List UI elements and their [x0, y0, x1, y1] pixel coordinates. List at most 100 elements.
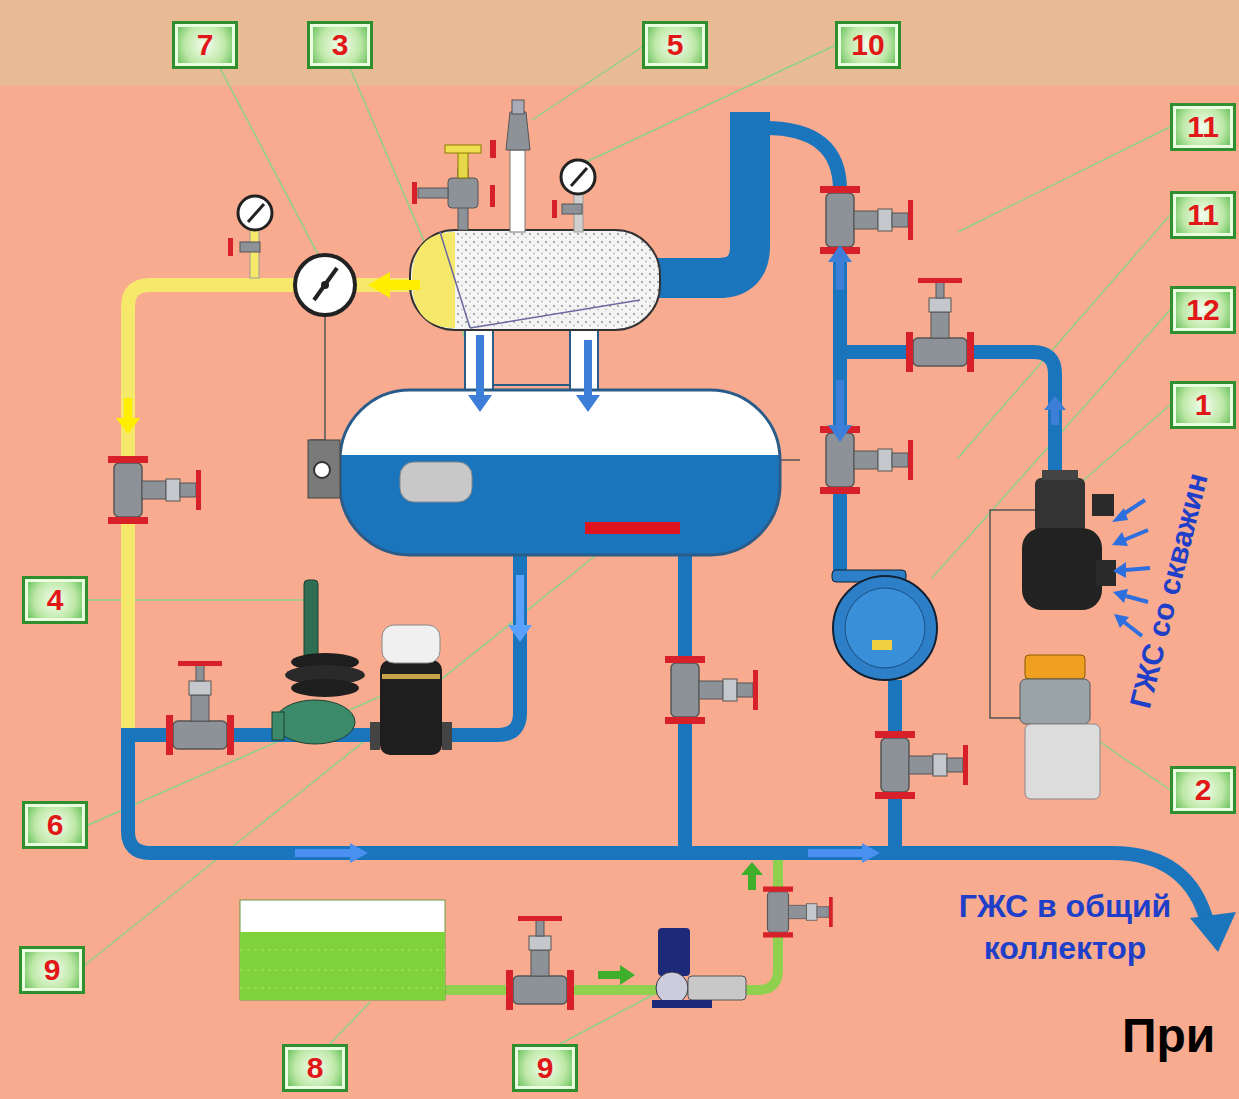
upper-separator: [418, 188, 448, 198]
pipelines: [640, 112, 750, 278]
inflow-arrows: [1113, 589, 1128, 603]
valves: [820, 426, 913, 494]
flow-meter-and-switch: [1042, 470, 1078, 480]
flow-arrows: [741, 862, 763, 890]
leader-lines: [88, 599, 305, 601]
leader-lines: [330, 1002, 370, 1044]
dosing-unit: [240, 950, 445, 951]
upper-separator: [490, 140, 496, 158]
signal-wires: [780, 459, 800, 461]
background: [0, 0, 1239, 86]
upper-separator: [410, 230, 660, 330]
pipelines: [445, 860, 778, 990]
callout-number: 7: [172, 21, 238, 69]
flow-arrows: [576, 340, 600, 412]
leader-lines: [586, 45, 836, 162]
upper-separator: [412, 182, 417, 204]
pipelines: [128, 728, 1112, 853]
flow-meter-and-switch: [872, 640, 892, 650]
callout-number: 9: [512, 1044, 578, 1092]
flow-arrows: [828, 380, 852, 442]
upper-separator: [448, 178, 478, 208]
inflow-arrows: [1126, 596, 1148, 602]
flow-meter-and-switch: [1096, 560, 1116, 586]
lower-separator-tank: [340, 390, 780, 555]
upper-separator: [458, 150, 468, 178]
regulator-and-filter: [275, 700, 355, 744]
valves: [166, 661, 234, 755]
valves: [506, 916, 574, 1010]
upper-separator: [470, 300, 640, 328]
flow-arrows: [598, 965, 635, 985]
regulator-and-filter: [382, 674, 440, 679]
callout-number: 9: [19, 946, 85, 994]
upper-separator: [490, 185, 495, 207]
pressure-gauges: [562, 204, 582, 214]
upper-separator: [512, 100, 524, 114]
upper-separator: [410, 100, 660, 330]
pressure-gauges: [552, 200, 557, 218]
dosing-unit: [240, 900, 445, 1000]
inflow-arrows: [1112, 532, 1128, 546]
caption-fragment: При: [1122, 1010, 1215, 1063]
flow-arrows: [368, 272, 420, 298]
inflow-arrows: [1112, 508, 1128, 522]
regulator-and-filter: [304, 580, 318, 658]
upper-separator: [445, 145, 481, 153]
upper-separator: [506, 112, 530, 150]
pipelines: [128, 112, 1236, 990]
pressure-gauges: [314, 268, 337, 300]
dosing-unit: [240, 900, 746, 1008]
callout-number: 12: [1170, 286, 1236, 334]
valves: [875, 731, 968, 799]
flow-arrows: [828, 245, 852, 290]
regulator-and-filter: [272, 712, 284, 740]
flow-arrows: [116, 398, 140, 434]
valves: [763, 887, 833, 938]
callout-number: 10: [835, 21, 901, 69]
valves: [665, 656, 758, 724]
callout-number: 3: [307, 21, 373, 69]
flow-meter-and-switch: [1092, 494, 1114, 516]
flow-meter-and-switch: [833, 576, 937, 680]
callout-number: 11: [1170, 103, 1236, 151]
lower-separator-tank: [314, 462, 330, 478]
pressure-gauges: [228, 238, 233, 256]
regulator-and-filter: [272, 580, 452, 755]
pipelines: [1190, 912, 1236, 952]
callout-number: 2: [1170, 766, 1236, 814]
callout-number: 6: [22, 801, 88, 849]
leader-lines: [1070, 405, 1170, 492]
callout-number: 8: [282, 1044, 348, 1092]
upper-separator: [510, 150, 525, 232]
callout-number: 1: [1170, 381, 1236, 429]
dosing-unit: [240, 988, 445, 989]
valves: [820, 186, 913, 254]
callout-number: 4: [22, 576, 88, 624]
inflow-arrows: [1126, 568, 1150, 570]
pressure-gauges: [571, 168, 587, 186]
leader-lines: [1090, 735, 1170, 790]
pressure-gauges: [238, 196, 272, 230]
leader-lines: [532, 45, 645, 120]
lower-separator-tank: [340, 390, 780, 555]
dosing-unit: [688, 976, 746, 1000]
lower-separator-tank: [308, 440, 340, 498]
regulator-and-filter: [442, 722, 452, 750]
regulator-and-filter: [382, 625, 440, 663]
pressure-gauges: [321, 281, 329, 289]
lower-separator-tank: [585, 522, 680, 534]
flow-arrows: [116, 245, 1066, 985]
flow-caption: ГЖС в общий коллектор: [945, 886, 1185, 969]
flow-meter-and-switch: [1020, 679, 1090, 724]
regulator-and-filter: [370, 722, 380, 750]
flow-arrows: [508, 575, 532, 642]
flow-meter-and-switch: [1025, 655, 1085, 679]
lower-separator-tank: [400, 462, 472, 502]
pressure-gauges: [295, 255, 355, 315]
pressure-gauges: [228, 160, 595, 315]
flow-arrows: [808, 843, 880, 863]
upper-separator: [440, 232, 470, 328]
